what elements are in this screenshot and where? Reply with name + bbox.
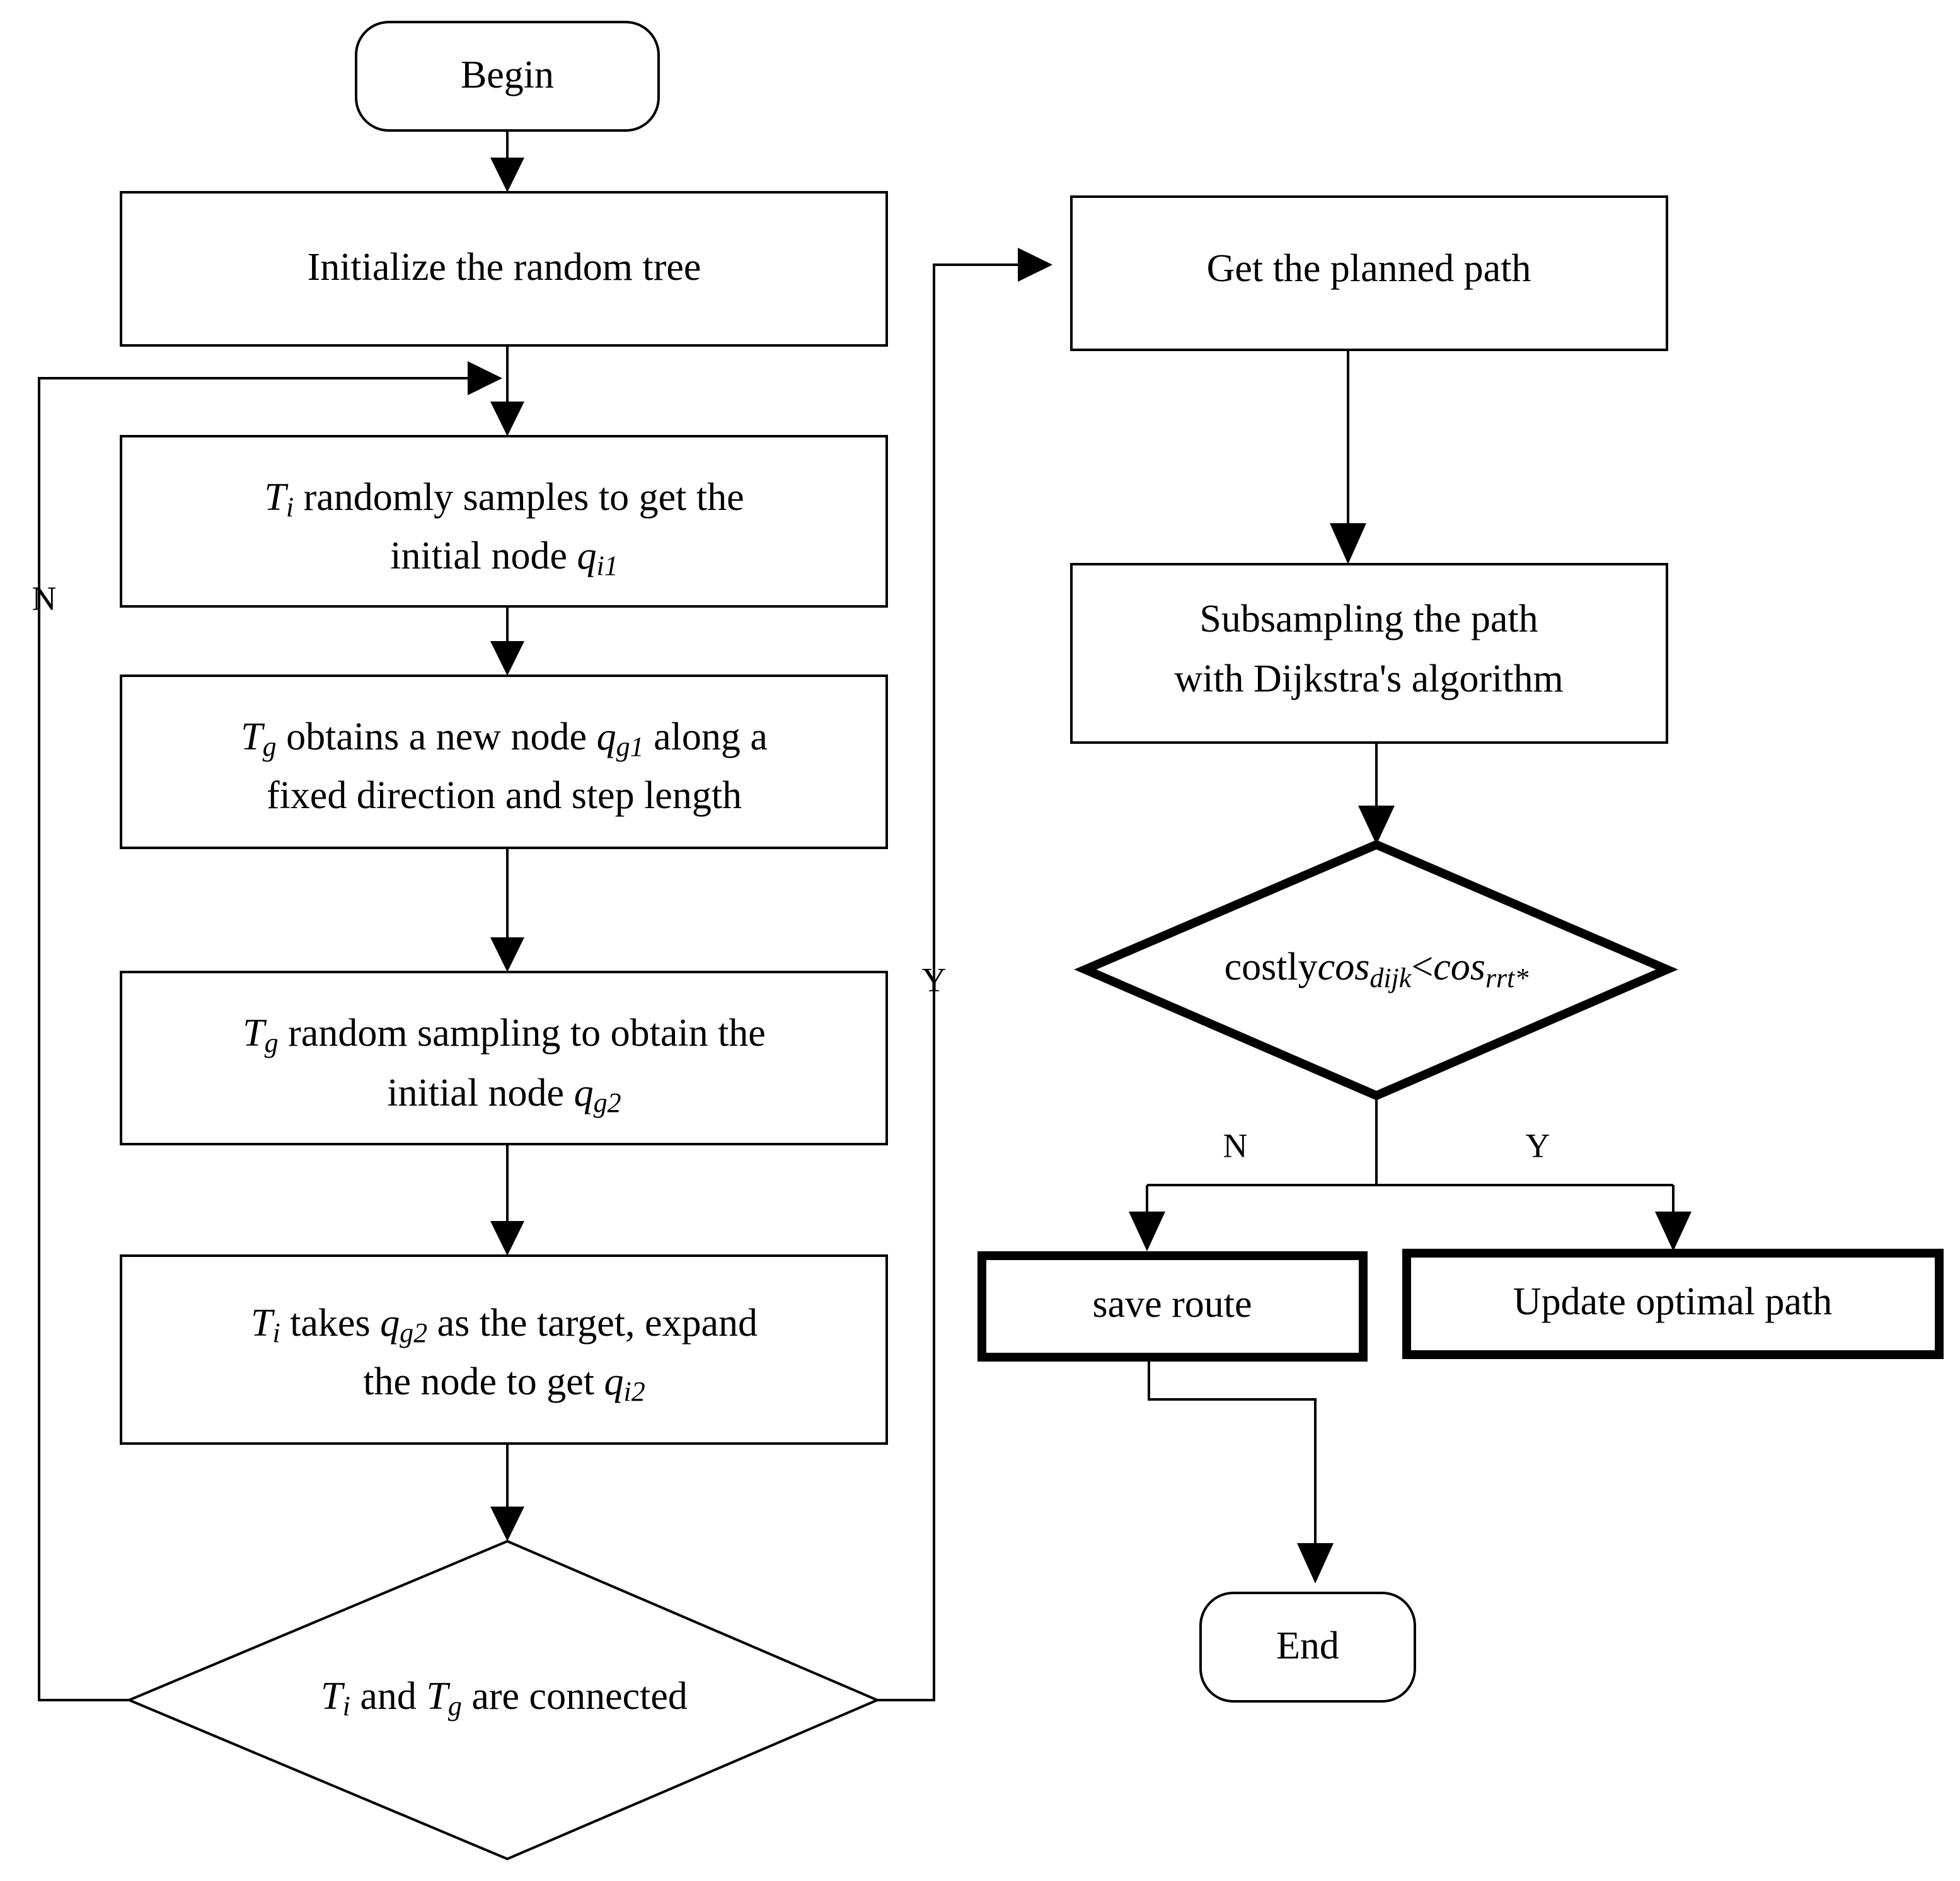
edge-label-cost-no: N <box>1223 1126 1248 1164</box>
node-tg-new-node-line2: fixed direction and step length <box>267 774 742 817</box>
edge-tgnewnode-to-tgsample <box>490 848 524 972</box>
node-subsample-path[interactable]: Subsampling the path with Dijkstra's alg… <box>1070 563 1668 744</box>
node-get-planned-path[interactable]: Get the planned path <box>1070 195 1668 351</box>
node-save-route[interactable]: save route <box>977 1251 1368 1362</box>
edge-tiexpand-to-connected <box>490 1444 524 1541</box>
edge-begin-to-init <box>490 130 524 192</box>
node-decision-cost-compare-label: costlycosdijk<cosrrt* <box>1225 946 1529 993</box>
node-get-planned-path-label: Get the planned path <box>1207 247 1531 290</box>
node-ti-random-sample-line2: initial node qi1 <box>390 535 618 581</box>
edge-getpath-to-subsample <box>1330 350 1366 564</box>
edge-costcheck-yes-to-updatepath <box>1655 1185 1692 1251</box>
node-begin[interactable]: Begin <box>355 21 660 132</box>
node-ti-random-sample[interactable]: Ti randomly samples to get the initial n… <box>120 435 888 608</box>
node-tg-random-sample-line1: Tg random sampling to obtain the <box>243 1012 766 1058</box>
edge-subsample-to-costcheck <box>1358 741 1395 845</box>
node-end-label: End <box>1276 1624 1339 1667</box>
edge-costcheck-branch-split <box>1147 1096 1673 1186</box>
node-decision-connected[interactable]: Ti and Tg are connected <box>125 1539 881 1861</box>
node-decision-cost-compare[interactable]: costlycosdijk<cosrrt* <box>1074 840 1678 1101</box>
edge-tisample-to-tgnewnode <box>490 606 524 676</box>
edge-connected-yes-to-getpath <box>877 248 1052 1701</box>
node-ti-expand-line1: Ti takes qg2 as the target, expand <box>251 1302 758 1348</box>
node-save-route-label: save route <box>1092 1283 1252 1326</box>
node-begin-label: Begin <box>461 54 554 96</box>
node-update-optimal-path[interactable]: Update optimal path <box>1402 1249 1944 1359</box>
edge-tgsample-to-tiexpand <box>490 1144 524 1256</box>
edge-label-connected-yes: Y <box>922 961 947 998</box>
edge-label-connected-no: N <box>32 579 57 617</box>
node-ti-expand[interactable]: Ti takes qg2 as the target, expand the n… <box>120 1254 888 1445</box>
node-tg-random-sample[interactable]: Tg random sampling to obtain the initial… <box>120 971 888 1145</box>
node-subsample-path-line2: with Dijkstra's algorithm <box>1174 657 1563 700</box>
node-tg-random-sample-line2: initial node qg2 <box>387 1072 621 1118</box>
edge-saveroute-to-end <box>1148 1357 1334 1583</box>
node-ti-expand-line2: the node to get qi2 <box>363 1360 645 1407</box>
node-subsample-path-line1: Subsampling the path <box>1199 598 1538 640</box>
node-end[interactable]: End <box>1199 1592 1416 1703</box>
edge-costcheck-no-to-saveroute <box>1129 1185 1165 1251</box>
node-ti-random-sample-line1: Ti randomly samples to get the <box>264 476 744 523</box>
edge-init-to-ti-sample <box>490 345 524 436</box>
node-update-optimal-path-label: Update optimal path <box>1513 1280 1832 1323</box>
node-tg-new-node[interactable]: Tg obtains a new node qg1 along a fixed … <box>120 674 888 849</box>
node-initialize-random-tree[interactable]: Initialize the random tree <box>120 191 888 347</box>
node-decision-connected-label: Ti and Tg are connected <box>321 1675 688 1722</box>
node-tg-new-node-line1: Tg obtains a new node qg1 along a <box>241 715 768 762</box>
edge-connected-no-loopback <box>38 361 502 1701</box>
node-initialize-random-tree-label: Initialize the random tree <box>308 246 701 289</box>
edge-label-cost-yes: Y <box>1526 1126 1550 1164</box>
